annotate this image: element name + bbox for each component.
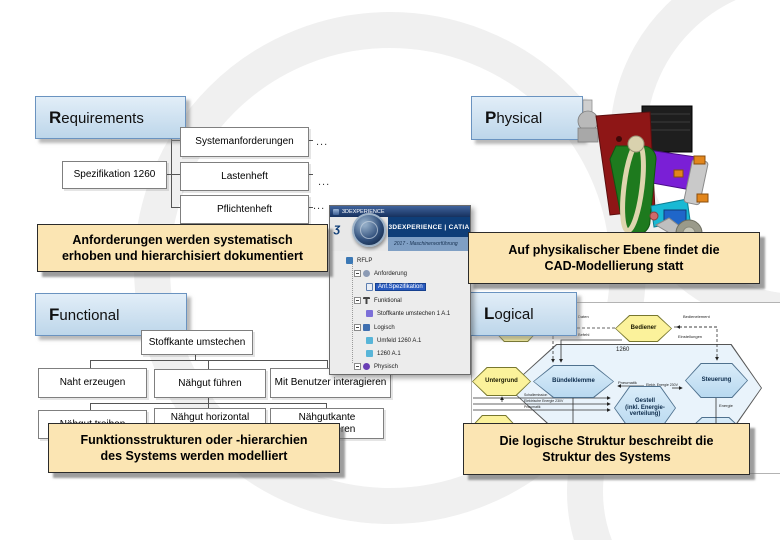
callout-line: erhoben und hierarchisiert dokumentiert bbox=[61, 249, 303, 263]
connector bbox=[208, 394, 209, 403]
tree-item-umfeld[interactable]: Umfeld 1260 A.1 bbox=[366, 336, 423, 345]
physical-icon bbox=[363, 363, 370, 370]
flow-label: Befehl bbox=[578, 332, 590, 337]
connector bbox=[90, 360, 328, 361]
hex-untergrund: Untergrund bbox=[472, 367, 531, 396]
flow-label: Energie bbox=[719, 403, 733, 408]
function-item-icon bbox=[366, 310, 373, 317]
requirements-header: Requirements bbox=[35, 96, 186, 139]
requirement-icon bbox=[363, 270, 370, 277]
flow-label: Daten bbox=[578, 314, 589, 319]
callout-line: CAD-Modellierung statt bbox=[544, 259, 684, 273]
tree-item-stoffkante[interactable]: Stoffkante umstechen 1 A.1 bbox=[366, 309, 452, 318]
req-box-systemanforderungen: Systemanforderungen bbox=[180, 127, 309, 157]
callout-line: Anforderungen werden systematisch bbox=[72, 232, 293, 247]
req-box-lastenheft: Lastenheft bbox=[180, 162, 309, 191]
connector bbox=[195, 351, 196, 360]
connector bbox=[326, 403, 327, 408]
connector bbox=[90, 360, 91, 368]
connector bbox=[305, 174, 313, 175]
brand-text: 3DEXPERIENCE | CATIA bbox=[388, 217, 470, 237]
catia-tree: RFLP Anforderung Anf.Spezifikation Funkt… bbox=[330, 251, 470, 374]
brand-subtitle: 2017 - Maschinenvorführung bbox=[388, 237, 470, 251]
folder-icon bbox=[346, 257, 353, 264]
flow-label: Pneumatik bbox=[618, 380, 637, 385]
requirements-callout: Anforderungen werden systematisch erhobe… bbox=[37, 224, 328, 272]
logical-title: Logical bbox=[484, 304, 534, 323]
connector bbox=[327, 360, 328, 368]
functional-header: Functional bbox=[35, 293, 187, 336]
connector bbox=[163, 174, 180, 175]
physical-title: Physical bbox=[485, 108, 543, 127]
func-box-naehgut-fuehren: Nähgut führen bbox=[154, 369, 266, 398]
compass-icon bbox=[352, 213, 386, 247]
connector bbox=[90, 403, 91, 410]
flow-label: Bedienelement bbox=[683, 314, 710, 319]
hex-bediener: Bediener bbox=[615, 315, 672, 342]
connector bbox=[208, 403, 209, 408]
catia-titlebar[interactable]: 3DEXPERIENCE bbox=[330, 206, 470, 217]
func-box-root: Stoffkante umstechen bbox=[141, 330, 253, 355]
logical-header: Logical bbox=[470, 292, 577, 336]
tree-item-physisch[interactable]: Physisch bbox=[354, 362, 400, 371]
functional-title: Functional bbox=[49, 304, 120, 324]
requirements-title: Requirements bbox=[49, 107, 144, 127]
catia-window: 3DEXPERIENCE ʒ 3DEXPERIENCE | CATIA 2017… bbox=[329, 205, 471, 375]
tree-item-anforderung[interactable]: Anforderung bbox=[354, 269, 409, 278]
collapse-icon[interactable] bbox=[354, 363, 361, 370]
collapse-icon[interactable] bbox=[354, 324, 361, 331]
flow-label: Elektr. Energie 230V bbox=[646, 383, 678, 387]
ellipsis: ... bbox=[316, 136, 329, 148]
connector bbox=[171, 207, 180, 208]
cad-model-image bbox=[577, 99, 709, 244]
flow-label: Pneumatik bbox=[524, 405, 541, 409]
catia-brand-banner: ʒ 3DEXPERIENCE | CATIA 2017 - Maschinenv… bbox=[330, 213, 470, 251]
collapse-icon[interactable] bbox=[354, 297, 361, 304]
tree-guide-line bbox=[352, 261, 353, 363]
hex-gestell-line: (inkl. Energie- bbox=[625, 404, 665, 411]
tree-item-logisch[interactable]: Logisch bbox=[354, 323, 397, 332]
logical-callout: Die logische Struktur beschreibt die Str… bbox=[463, 423, 750, 475]
hex-steuerung: Steuerung bbox=[685, 363, 748, 398]
connector bbox=[171, 137, 172, 207]
document-icon bbox=[366, 282, 373, 291]
window-title: 3DEXPERIENCE bbox=[342, 208, 385, 215]
flow-label: Elektrische Energie 230V bbox=[524, 399, 564, 403]
callout-line: Auf physikalischer Ebene findet die bbox=[508, 242, 720, 257]
callout-line: des Systems werden modelliert bbox=[100, 449, 288, 463]
app-icon bbox=[333, 208, 339, 215]
logical-item-icon bbox=[366, 350, 373, 357]
tree-item-funktional[interactable]: Funktional bbox=[354, 296, 404, 305]
connector bbox=[305, 207, 313, 208]
flow-label: Einstellungen bbox=[678, 334, 703, 339]
connector bbox=[208, 360, 209, 369]
req-box-spezifikation: Spezifikation 1260 bbox=[62, 161, 167, 189]
tree-item-rflp[interactable]: RFLP bbox=[346, 256, 374, 265]
tree-item-anf-spezifikation[interactable]: Anf.Spezifikation bbox=[366, 282, 426, 291]
hex-gestell: Gestell (inkl. Energie- verteilung) bbox=[614, 386, 676, 430]
logical-item-icon bbox=[366, 337, 373, 344]
callout-line: Funktionsstrukturen oder -hierarchien bbox=[80, 432, 308, 447]
hex-gestell-line: Gestell bbox=[634, 398, 655, 405]
ellipsis: ... bbox=[313, 200, 326, 212]
system-boundary-label: 1260 bbox=[616, 347, 630, 353]
logical-icon bbox=[363, 324, 370, 331]
req-box-pflichtenheft: Pflichtenheft bbox=[180, 195, 309, 224]
tree-item-1260[interactable]: 1260 A.1 bbox=[366, 349, 403, 358]
dassault-logo-icon: ʒ bbox=[334, 221, 341, 235]
functional-callout: Funktionsstrukturen oder -hierarchien de… bbox=[48, 423, 340, 473]
physical-callout: Auf physikalischer Ebene findet die CAD-… bbox=[468, 232, 760, 284]
ellipsis: ... bbox=[318, 176, 331, 188]
hex-buendelklemme: Bündelklemme bbox=[533, 365, 614, 398]
flow-label: Schallemission bbox=[524, 393, 548, 397]
connector bbox=[305, 140, 313, 141]
connector bbox=[171, 140, 180, 141]
func-box-naht-erzeugen: Naht erzeugen bbox=[38, 368, 147, 398]
functional-icon bbox=[363, 297, 370, 304]
hex-gestell-line: verteilung) bbox=[629, 411, 661, 418]
collapse-icon[interactable] bbox=[354, 270, 361, 277]
callout-line: Die logische Struktur beschreibt die bbox=[499, 433, 714, 448]
callout-line: Struktur des Systems bbox=[542, 450, 671, 464]
